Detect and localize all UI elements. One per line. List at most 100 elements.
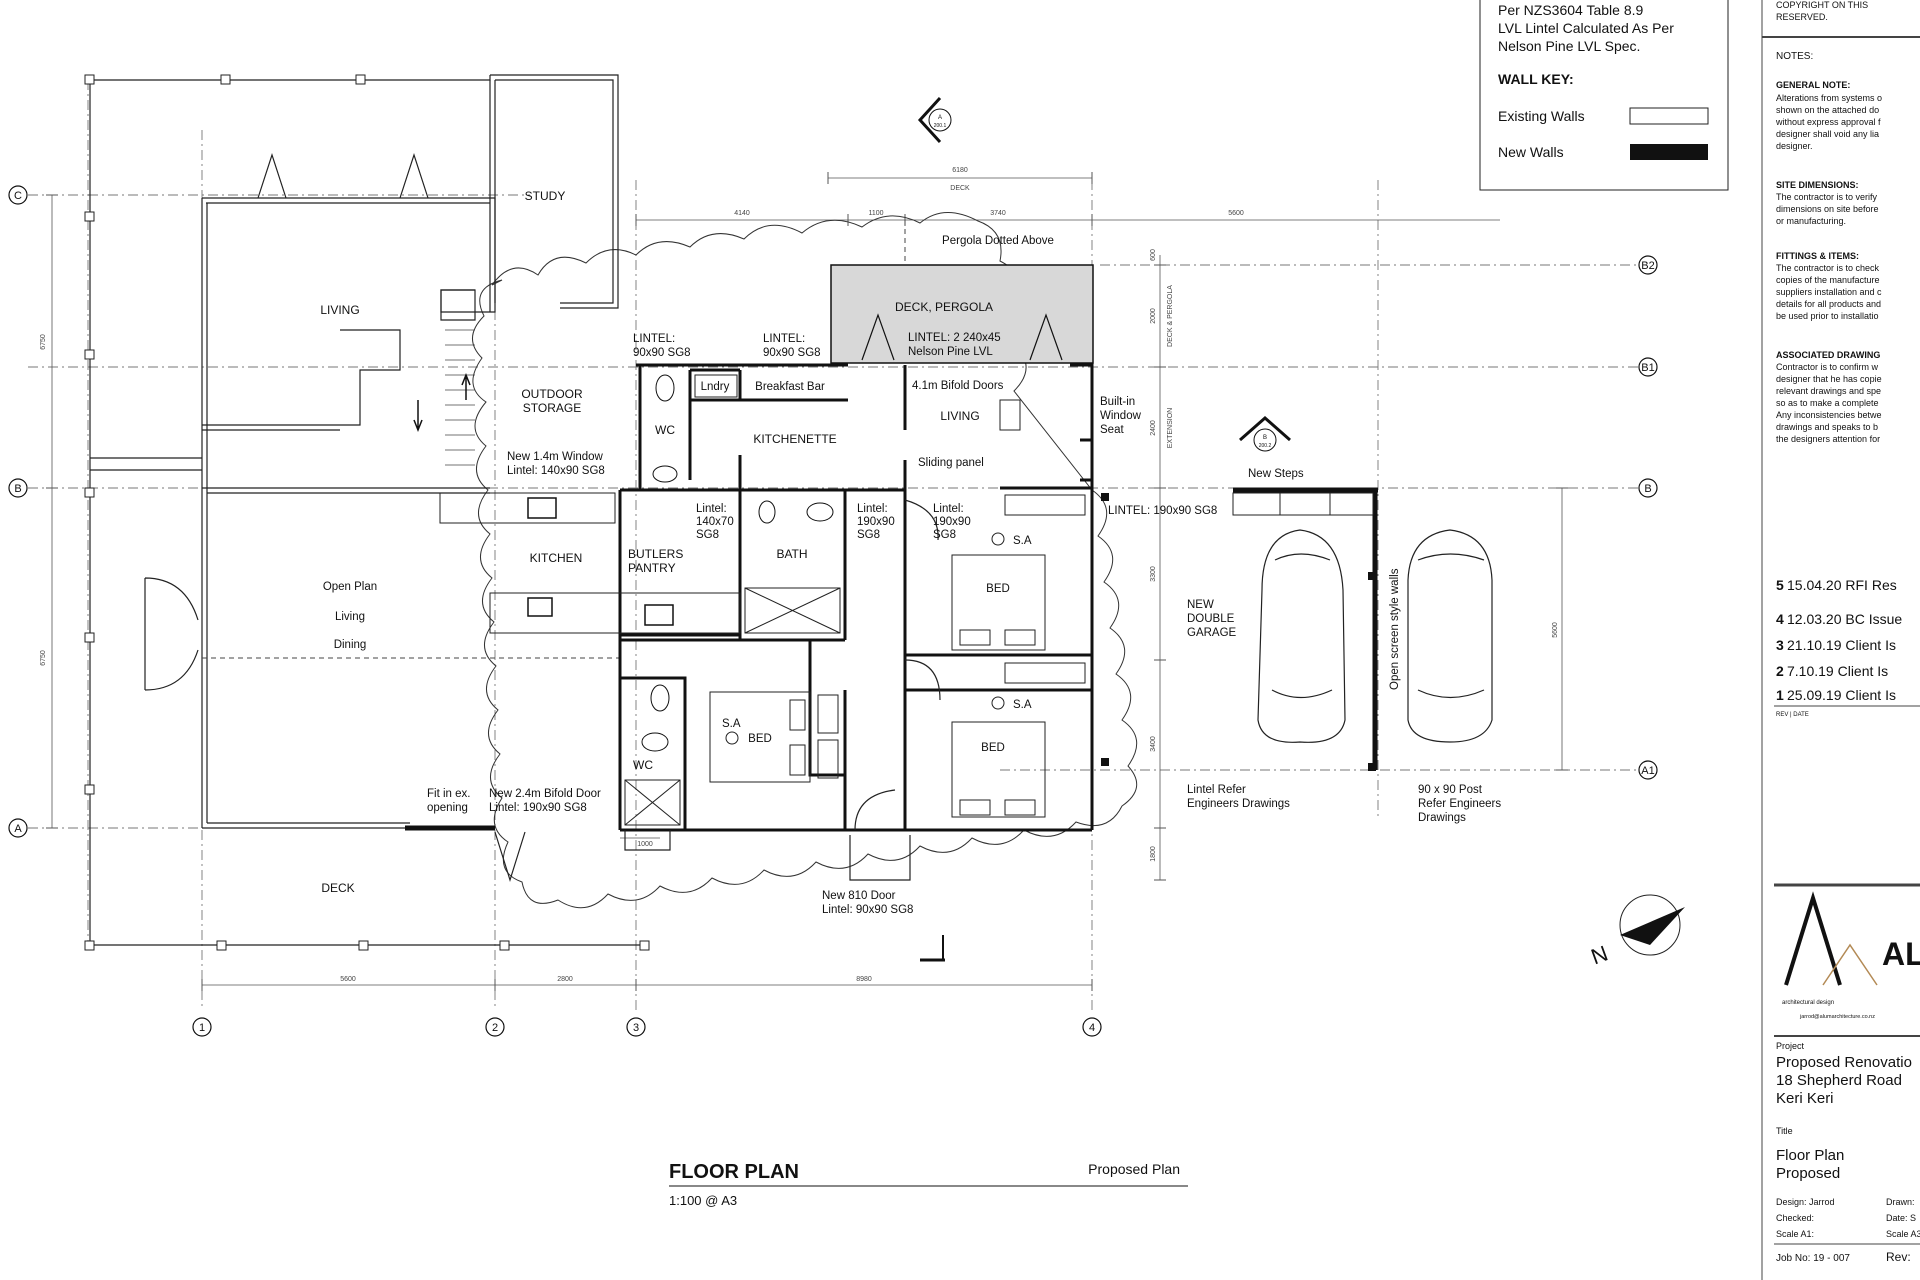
room-kitchenette: KITCHENETTE bbox=[753, 432, 836, 446]
rev-1-text: 25.09.19 Client Is bbox=[1787, 687, 1896, 703]
note-pergola-above: Pergola Dotted Above bbox=[942, 235, 1054, 247]
logo-text: AL bbox=[1882, 936, 1920, 972]
existing-walls bbox=[90, 74, 620, 829]
fittings-line-2: copies of the manufacture bbox=[1776, 275, 1880, 285]
note-post-1: 90 x 90 Post bbox=[1418, 784, 1483, 796]
note-built-in-1: Built-in bbox=[1100, 396, 1135, 408]
grid-label-3: 3 bbox=[633, 1022, 639, 1034]
rev-4-text: 12.03.20 BC Issue bbox=[1787, 611, 1902, 627]
room-living-existing: LIVING bbox=[320, 303, 359, 317]
grid-label-b-right: B bbox=[1644, 483, 1651, 495]
room-butlers-line2: PANTRY bbox=[628, 561, 676, 575]
room-study: STUDY bbox=[525, 189, 566, 203]
scale-a3: Scale A3: bbox=[1886, 1229, 1920, 1239]
dim-right-2: 2000 bbox=[1150, 308, 1157, 324]
note-door-810-1: New 810 Door bbox=[822, 890, 896, 902]
section-top-letter: A bbox=[938, 115, 942, 121]
dim-top-1: 4140 bbox=[734, 210, 750, 217]
note-bifold-41: 4.1m Bifold Doors bbox=[912, 380, 1004, 392]
rev-2-num: 2 bbox=[1776, 663, 1784, 679]
site-line-2: dimensions on site before bbox=[1776, 204, 1879, 214]
room-wc-top: WC bbox=[655, 423, 675, 437]
scale-a1: Scale A1: bbox=[1776, 1229, 1814, 1239]
note-fit-in-1: Fit in ex. bbox=[427, 788, 470, 800]
design-by: Design: Jarrod bbox=[1776, 1197, 1835, 1207]
wall-key-title: WALL KEY: bbox=[1498, 71, 1574, 87]
project-line-1: Proposed Renovatio bbox=[1776, 1054, 1912, 1071]
note-window-14-1: New 1.4m Window bbox=[507, 451, 604, 463]
revision-cloud bbox=[472, 212, 1138, 909]
room-open-plan-line1: Open Plan bbox=[323, 581, 377, 593]
note-lintel-e-2: 190x90 bbox=[933, 516, 971, 528]
wall-key-spec-2: LVL Lintel Calculated As Per bbox=[1498, 20, 1674, 36]
rev-3-text: 21.10.19 Client Is bbox=[1787, 637, 1896, 653]
room-garage-line1: NEW bbox=[1187, 599, 1214, 611]
note-lintel-b-2: 90x90 SG8 bbox=[763, 347, 821, 359]
general-line-2: shown on the attached do bbox=[1776, 105, 1879, 115]
section-marker-mid bbox=[1239, 416, 1291, 452]
dim-garage-depth: 5600 bbox=[1552, 622, 1559, 638]
wall-key-spec-3: Nelson Pine LVL Spec. bbox=[1498, 38, 1640, 54]
grid-label-text: C B A B2 B1 B A1 1 2 3 4 bbox=[14, 190, 1655, 1034]
fittings-line-4: details for all products and bbox=[1776, 299, 1881, 309]
room-breakfast-bar: Breakfast Bar bbox=[755, 381, 825, 393]
note-lintel-c-3: SG8 bbox=[696, 529, 719, 541]
dim-top-overall: 6180 bbox=[952, 167, 968, 174]
rev-5-text: 15.04.20 RFI Res bbox=[1787, 577, 1897, 593]
grid-bubbles bbox=[8, 185, 1658, 1037]
room-wc-bottom: WC bbox=[633, 758, 653, 772]
room-labels: STUDY LIVING OUTDOOR STORAGE KITCHEN BUT… bbox=[320, 189, 1236, 895]
note-open-screen: Open screen style walls bbox=[1389, 568, 1401, 690]
room-bed-2: BED bbox=[981, 742, 1005, 754]
rev-3-num: 3 bbox=[1776, 637, 1784, 653]
grid-label-b1: B1 bbox=[1641, 362, 1654, 374]
dim-bottom-2: 2800 bbox=[557, 976, 573, 983]
project-label: Project bbox=[1776, 1041, 1805, 1051]
note-lintel-a-2: 90x90 SG8 bbox=[633, 347, 691, 359]
deck-pergola-area bbox=[830, 220, 1094, 364]
rev-1-num: 1 bbox=[1776, 687, 1784, 703]
fittings-line-1: The contractor is to check bbox=[1776, 263, 1880, 273]
room-kitchen: KITCHEN bbox=[530, 551, 583, 565]
note-lintel-190-long: LINTEL: 190x90 SG8 bbox=[1108, 505, 1217, 517]
dim-top-3: 3740 bbox=[990, 210, 1006, 217]
job-number: Job No: 19 - 007 bbox=[1776, 1253, 1850, 1264]
assoc-line-5: Any inconsistencies betwe bbox=[1776, 410, 1882, 420]
plan-title: FLOOR PLAN bbox=[669, 1161, 799, 1183]
dimension-lines bbox=[46, 172, 1568, 991]
room-outdoor-storage-line2: STORAGE bbox=[523, 401, 581, 415]
room-butlers-line1: BUTLERS bbox=[628, 547, 683, 561]
note-lintel-d-1: Lintel: bbox=[857, 503, 888, 515]
plan-title-block: FLOOR PLAN Proposed Plan 1:100 @ A3 bbox=[669, 1161, 1188, 1208]
dim-right-5: 3400 bbox=[1150, 736, 1157, 752]
grid-label-b2: B2 bbox=[1641, 260, 1654, 272]
note-sliding-panel: Sliding panel bbox=[918, 457, 984, 469]
note-fit-in-2: opening bbox=[427, 802, 468, 814]
section-mid-letter: B bbox=[1263, 435, 1267, 441]
dim-top-deck: DECK bbox=[950, 185, 970, 192]
rev-4-num: 4 bbox=[1776, 611, 1784, 627]
dim-right-3: 2400 bbox=[1150, 420, 1157, 436]
car-outlines bbox=[1257, 529, 1493, 743]
note-lintel-c-2: 140x70 bbox=[696, 516, 734, 528]
existing-deck-outline bbox=[84, 74, 650, 951]
note-door-810-2: Lintel: 90x90 SG8 bbox=[822, 904, 913, 916]
wall-key-box: Per NZS3604 Table 8.9 LVL Lintel Calcula… bbox=[1479, 0, 1729, 191]
general-line-5: designer. bbox=[1776, 141, 1813, 151]
dim-bottom-1: 5600 bbox=[340, 976, 356, 983]
grid-label-a1: A1 bbox=[1641, 765, 1654, 777]
note-lintel-e-1: Lintel: bbox=[933, 503, 964, 515]
note-new-steps: New Steps bbox=[1248, 468, 1304, 480]
rev-header: REV | DATE bbox=[1776, 712, 1809, 718]
general-line-1: Alterations from systems o bbox=[1776, 93, 1882, 103]
notes-title: NOTES: bbox=[1776, 51, 1813, 62]
plan-subtitle: Proposed Plan bbox=[1088, 1161, 1180, 1177]
note-bifold-24-1: New 2.4m Bifold Door bbox=[489, 788, 601, 800]
grid-label-1: 1 bbox=[199, 1022, 205, 1034]
dim-right-6: 1800 bbox=[1150, 846, 1157, 862]
wall-key-spec-1: Per NZS3604 Table 8.9 bbox=[1498, 2, 1643, 18]
north-arrow bbox=[1619, 894, 1685, 956]
dim-left-1: 6750 bbox=[40, 334, 47, 350]
title-line-2: Proposed bbox=[1776, 1165, 1840, 1182]
